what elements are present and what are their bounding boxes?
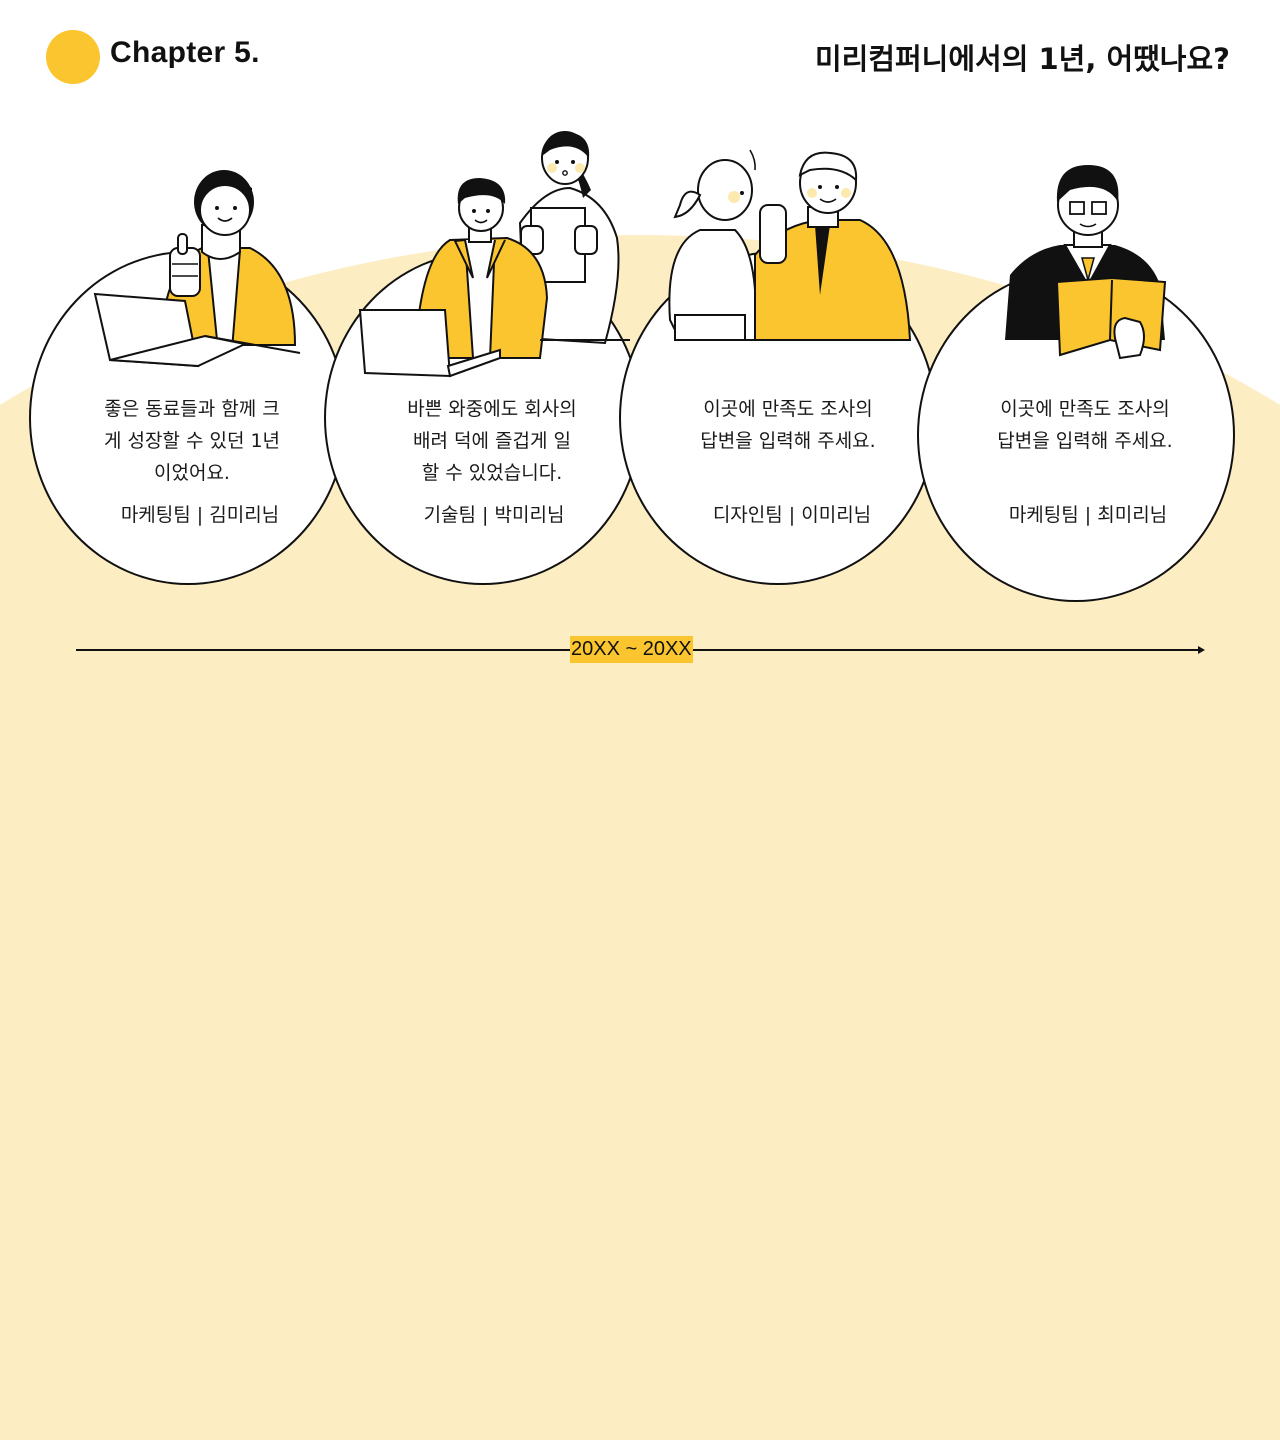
arrow-right-icon <box>1198 646 1205 654</box>
testimonial-author-1: 마케팅팀 | 김미리님 <box>120 504 280 526</box>
timeline-period-label: 20XX ~ 20XX <box>570 636 693 663</box>
testimonial-author-2: 기술팀 | 박미리님 <box>423 504 565 526</box>
page-title: 미리컴퍼니에서의 1년, 어땠나요? <box>814 42 1230 76</box>
text-line: 이곳에 만족도 조사의 <box>703 398 873 420</box>
text-line: 답변을 입력해 주세요. <box>700 430 876 452</box>
chapter-dot-icon <box>46 30 100 84</box>
testimonial-text-2: 바쁜 와중에도 회사의 배려 덕에 즐겁게 일 할 수 있었습니다. <box>362 393 622 489</box>
woman-and-older-man-illustration <box>668 149 912 341</box>
text-line: 배려 덕에 즐겁게 일 <box>413 430 571 452</box>
testimonial-author-4: 마케팅팀 | 최미리님 <box>1008 504 1168 526</box>
man-laptop-woman-document-illustration <box>358 131 630 378</box>
text-line: 답변을 입력해 주세요. <box>997 430 1173 452</box>
testimonial-text-4: 이곳에 만족도 조사의 답변을 입력해 주세요. <box>955 393 1215 457</box>
text-line: 게 성장할 수 있던 1년 <box>103 430 281 452</box>
testimonial-text-3: 이곳에 만족도 조사의 답변을 입력해 주세요. <box>658 393 918 457</box>
text-line: 이곳에 만족도 조사의 <box>1000 398 1170 420</box>
man-reading-book-illustration <box>1005 165 1167 360</box>
text-line: 좋은 동료들과 함께 크 <box>104 398 280 420</box>
text-line: 이었어요. <box>154 462 230 484</box>
testimonial-text-1: 좋은 동료들과 함께 크 게 성장할 수 있던 1년 이었어요. <box>62 393 322 489</box>
testimonial-author-3: 디자인팀 | 이미리님 <box>712 504 872 526</box>
chapter-label: Chapter 5. <box>110 36 260 69</box>
woman-thumbs-up-illustration <box>93 170 301 368</box>
text-line: 할 수 있었습니다. <box>421 462 563 484</box>
text-line: 바쁜 와중에도 회사의 <box>407 398 577 420</box>
